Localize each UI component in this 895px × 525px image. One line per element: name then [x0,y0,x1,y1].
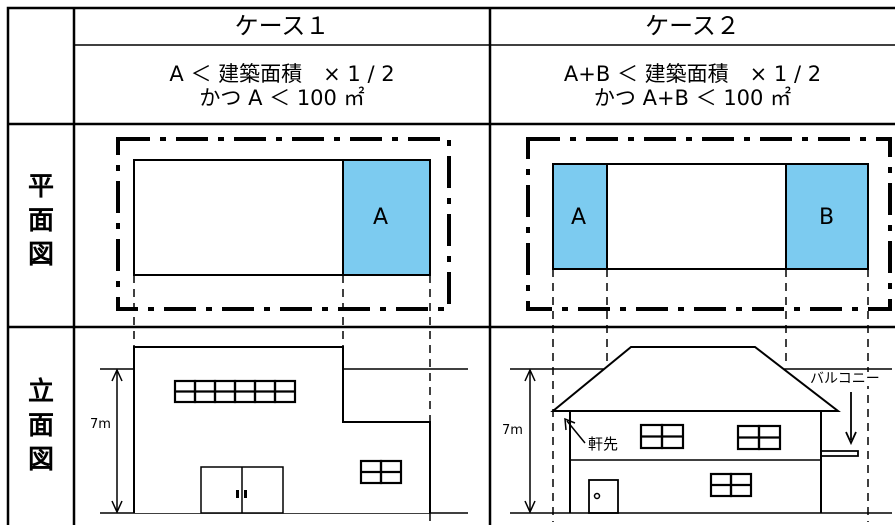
eaves-arrow [566,420,586,444]
case1-elevation [100,346,468,514]
case2-site-boundary [526,137,892,311]
balcony-arrow-head [845,431,857,446]
case1-area-a [342,159,431,276]
plan-row-label: 平面図 [27,172,54,270]
case2-door [588,479,619,514]
elevation-row-label: 立面図 [27,377,54,475]
case1-height-label: 7m [90,417,111,432]
case2-area-b-label: B [819,205,835,230]
height-arrow-head-top [111,368,123,382]
balcony [821,450,859,457]
case1-side-window [359,459,403,485]
eaves-label: 軒先 [588,435,619,453]
case2-area-b [785,163,869,270]
projection-lines [133,269,869,522]
case2-area-a-label: A [571,205,587,230]
height-arrow-head-top [524,368,536,382]
door-knob [593,492,601,500]
table-grid [6,6,895,525]
case2-plan [526,137,892,311]
case1-header: ケース１ [234,12,330,40]
case1-site-boundary [116,137,451,311]
case2-area-a [552,163,608,270]
case2-walls [569,411,822,513]
case2-roof [550,346,841,412]
door-handle [236,490,239,498]
case1-area-a-label: A [373,205,389,230]
case2-height-label: 7m [502,423,523,438]
case2-windows [639,423,782,498]
door-handle [244,490,247,498]
height-arrow-head-bottom [524,500,536,514]
balcony-label: バルコニー [808,371,880,387]
case2-elevation [510,346,892,514]
eaves-arrow-head [564,417,576,431]
case2-condition-line1: A+B ＜ 建築面積 × 1 / 2 [563,62,822,86]
case1-upper-windows [173,379,297,404]
case1-building-outline [133,346,431,513]
table-border [6,6,895,525]
case2-header: ケース２ [645,12,740,40]
case1-plan [116,137,451,311]
case1-condition-line2: かつ A ＜ 100 ㎡ [199,86,365,110]
case2-condition-line2: かつ A+B ＜ 100 ㎡ [593,86,792,110]
case1-condition-line1: A ＜ 建築面積 × 1 / 2 [169,62,395,86]
height-arrow-head-bottom [111,500,123,514]
